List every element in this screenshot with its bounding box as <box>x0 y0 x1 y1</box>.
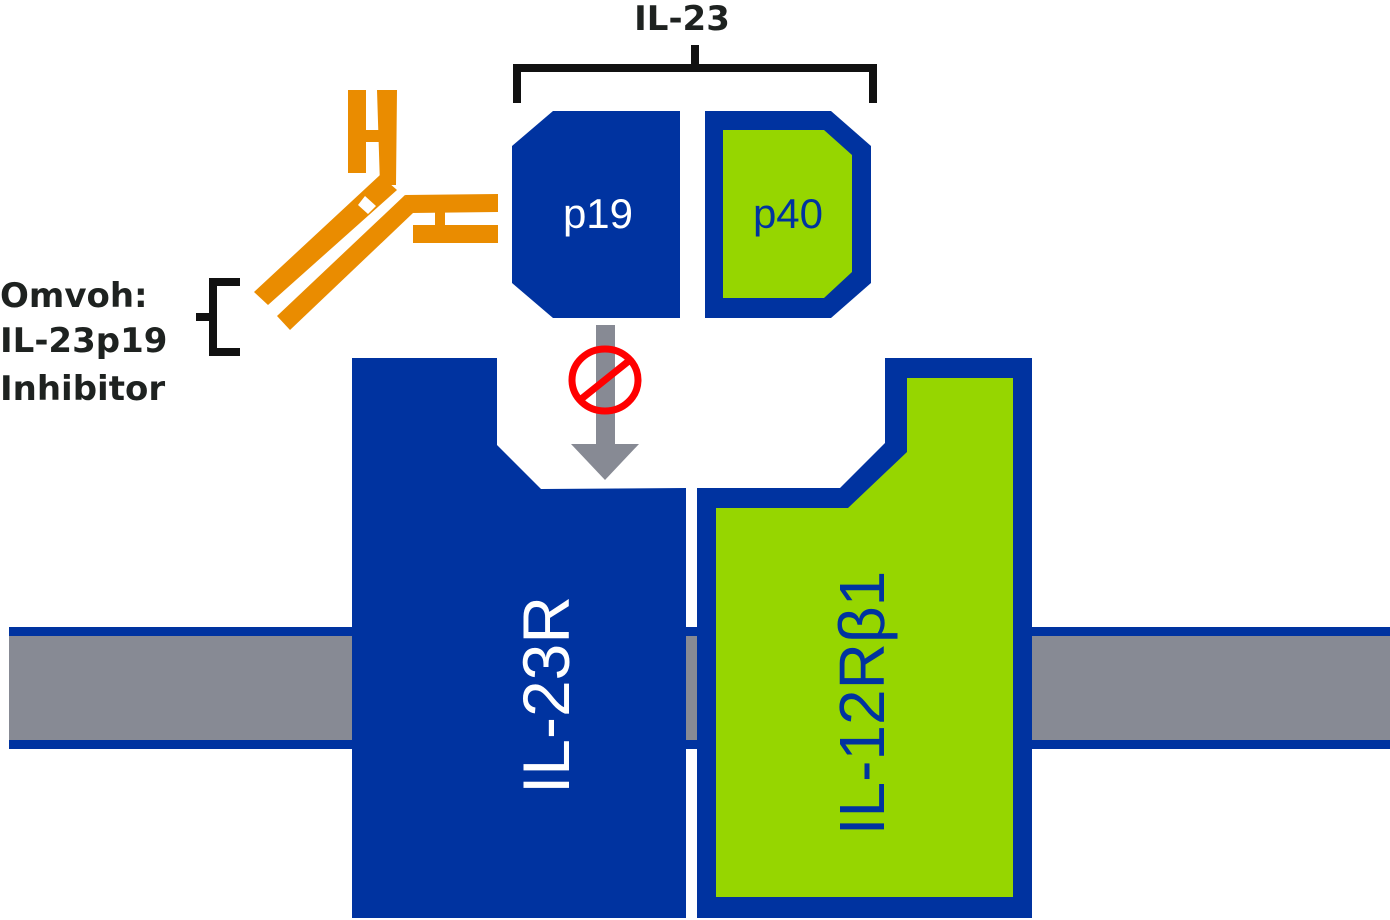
prohibition-icon <box>568 345 642 415</box>
antibody-right-light <box>413 225 498 243</box>
il12rb1-label: IL-12Rβ1 <box>826 571 898 836</box>
arrow-shaft <box>596 325 615 445</box>
p19-shape <box>512 111 680 318</box>
p19-subunit: p19 <box>512 111 680 318</box>
il23-bracket <box>513 45 877 103</box>
inhibitor-bracket-line <box>196 278 240 356</box>
prohibition-ring <box>568 345 642 415</box>
arrow-head <box>571 444 639 480</box>
inhibitor-label-line3: Inhibitor <box>0 369 165 409</box>
antibody-right-heavy <box>405 194 498 213</box>
p19-label: p19 <box>563 190 633 237</box>
inhibitor-bracket <box>196 278 240 356</box>
il23r-shape <box>352 358 686 918</box>
il12rb1-receptor: IL-12Rβ1 <box>697 358 1032 918</box>
antibody-right-link <box>435 210 445 228</box>
antibody-icon <box>254 90 498 330</box>
bracket-line <box>513 45 877 103</box>
antibody-upper-link <box>360 130 382 142</box>
inhibitor-label-line1: Omvoh: <box>0 276 148 316</box>
il12rb1-fill <box>716 378 1013 897</box>
membrane-gap-top <box>686 627 698 636</box>
antibody-hinge-gap <box>358 196 376 214</box>
down-arrow-icon <box>571 325 639 480</box>
p40-fill <box>723 130 852 298</box>
membrane-gap <box>686 636 698 740</box>
inhibitor-label-line2: IL-23p19 <box>0 321 167 361</box>
il23r-label: IL-23R <box>509 596 583 794</box>
il23-title: IL-23 <box>634 0 730 39</box>
membrane-gap-bottom <box>686 740 698 749</box>
p40-label: p40 <box>753 190 823 237</box>
prohibition-slash <box>577 357 633 403</box>
antibody-upper-light <box>348 90 366 173</box>
antibody-stem-right <box>277 195 413 330</box>
il23r-receptor: IL-23R <box>352 358 686 918</box>
p40-subunit: p40 <box>705 111 871 318</box>
antibody-upper-heavy <box>376 90 397 185</box>
